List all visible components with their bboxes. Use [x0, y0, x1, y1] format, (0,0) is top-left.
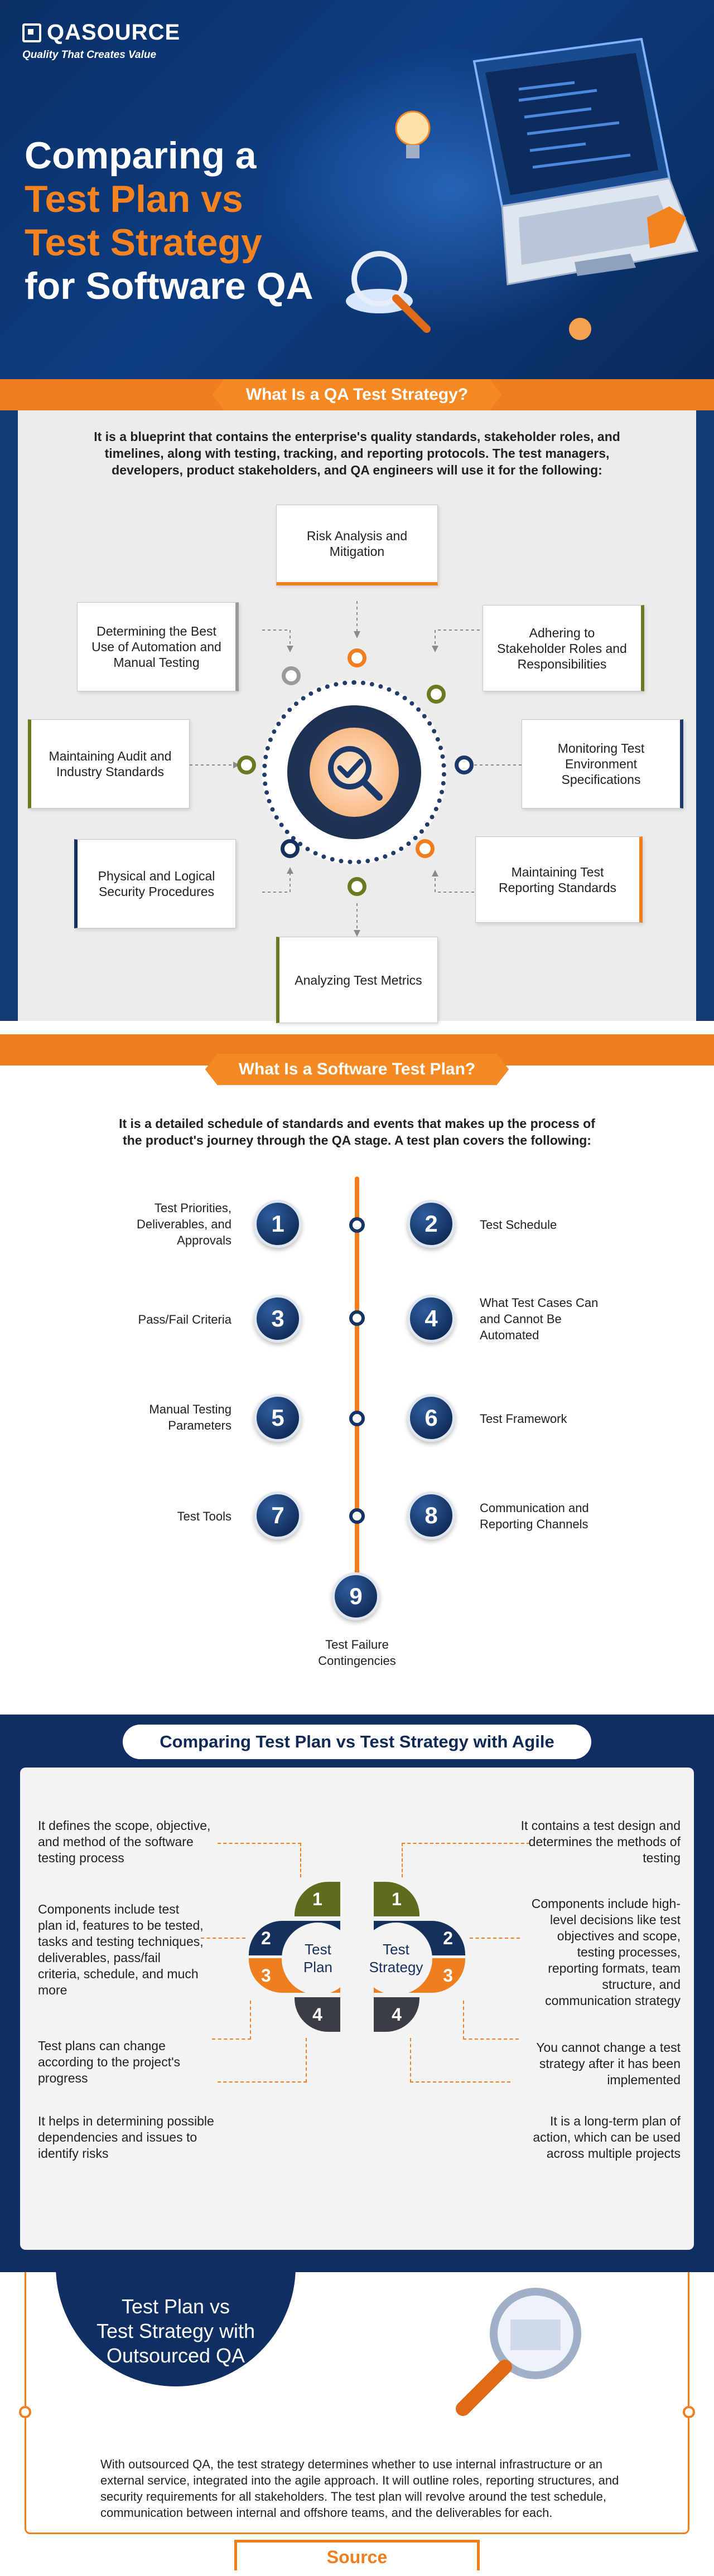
- step-circle-4: 4: [407, 1295, 455, 1343]
- outsourced-title-line3: Outsourced QA: [106, 2344, 245, 2367]
- hub-node-left: [237, 756, 256, 774]
- plan-center-disc: [282, 1923, 354, 1995]
- strategy-item-automation: Determining the Best Use of Automation a…: [77, 602, 239, 691]
- connector-strategy-4: [410, 2038, 510, 2083]
- strategy-section-heading: What Is a QA Test Strategy?: [212, 379, 502, 410]
- logo[interactable]: QASOURCE: [22, 20, 180, 45]
- connector-plan-1: [218, 1843, 301, 1877]
- hub-node-top-right: [427, 685, 446, 704]
- magnifier-check-icon: [328, 746, 383, 801]
- logo-text: QASOURCE: [47, 20, 181, 45]
- plan-point-4: It helps in determining possible depende…: [38, 2114, 214, 2161]
- step-label-5: Manual Testing Parameters: [149, 1402, 231, 1432]
- strategy-connectors: [184, 601, 522, 937]
- connector-strategy-1: [402, 1843, 530, 1877]
- outsourced-section: Test Plan vs Test Strategy with Outsourc…: [0, 2267, 714, 2576]
- connector-strategy-2: [470, 1938, 520, 1939]
- step-circle-7: 7: [254, 1492, 302, 1539]
- step-label-1: Test Priorities, Deliverables, and Appro…: [137, 1201, 231, 1247]
- agile-section-heading: Comparing Test Plan vs Test Strategy wit…: [123, 1725, 591, 1759]
- step-circle-9: 9: [332, 1572, 380, 1620]
- plan-point-3: Test plans can change according to the p…: [38, 2038, 180, 2085]
- hero-title: Comparing a Test Plan vs Test Strategy f…: [25, 134, 313, 308]
- plan-center-label: Test Plan: [303, 1941, 333, 1975]
- outsourced-title-line1: Test Plan vs: [121, 2295, 230, 2318]
- outsourced-title-line2: Test Strategy with: [96, 2320, 255, 2342]
- plan-point-1: It defines the scope, objective, and met…: [38, 1818, 211, 1865]
- step-label-2: Test Schedule: [480, 1218, 557, 1232]
- connector-strategy-3: [463, 2001, 519, 2040]
- strategy-item-audit-standards: Maintaining Audit and Industry Standards: [28, 719, 190, 808]
- hub-node-bottom-right: [416, 839, 435, 858]
- hub-node-bottom-left: [281, 839, 300, 858]
- agile-panel: [20, 1768, 694, 2250]
- step-circle-8: 8: [407, 1492, 455, 1539]
- step-label-7: Test Tools: [177, 1509, 231, 1523]
- outsourced-frame-line: [25, 2272, 689, 2534]
- frame-dot-right: [683, 2406, 695, 2418]
- step-label-6: Test Framework: [480, 1412, 567, 1426]
- step-circle-1: 1: [254, 1200, 302, 1248]
- strategy-center-label: Test Strategy: [369, 1941, 423, 1975]
- source-link[interactable]: Source: [234, 2540, 480, 2570]
- strategy-point-2: Components include high-level decisions …: [531, 1896, 681, 2008]
- plan-timeline-spine: [355, 1176, 359, 1578]
- plan-intro: It is a detailed schedule of standards a…: [119, 1116, 595, 1147]
- hero-title-line4: for Software QA: [25, 265, 313, 307]
- hub-node-top: [348, 648, 366, 667]
- step-label-9: Test Failure Contingencies: [318, 1638, 396, 1668]
- frame-dot-left: [19, 2406, 31, 2418]
- hero-title-line3: Test Strategy: [25, 221, 262, 264]
- strategy-hub-core: [310, 728, 399, 817]
- strategy-item-security: Physical and Logical Security Procedures: [74, 839, 236, 928]
- magnifier-laptop-icon: [456, 2288, 581, 2416]
- step-label-3: Pass/Fail Criteria: [138, 1313, 231, 1326]
- hero-title-line2: Test Plan vs: [25, 178, 243, 220]
- outsourced-title: Test Plan vs Test Strategy with Outsourc…: [56, 2267, 296, 2386]
- hub-node-top-left: [282, 666, 301, 685]
- strategy-point-3: You cannot change a test strategy after …: [536, 2040, 681, 2087]
- laptop-illustration-icon: [346, 37, 699, 340]
- step-circle-6: 6: [407, 1394, 455, 1442]
- connector-plan-4: [218, 2038, 307, 2083]
- strategy-item-environment: Monitoring Test Environment Specificatio…: [522, 719, 683, 808]
- qasource-logo-icon: [22, 23, 41, 42]
- strategy-item-metrics: Analyzing Test Metrics: [276, 937, 438, 1023]
- strategy-point-1: It contains a test design and determines…: [520, 1818, 681, 1865]
- strategy-point-4: It is a long-term plan of action, which …: [533, 2114, 681, 2161]
- strategy-intro: It is a blueprint that contains the ente…: [94, 429, 620, 477]
- hub-node-bottom: [348, 877, 366, 896]
- step-circle-5: 5: [254, 1394, 302, 1442]
- connector-plan-3: [212, 2001, 251, 2040]
- timeline-dot-1: [349, 1217, 365, 1233]
- strategy-item-stakeholder-roles: Adhering to Stakeholder Roles and Respon…: [483, 605, 644, 691]
- step-label-4: What Test Cases Can and Cannot Be Automa…: [480, 1296, 599, 1342]
- strategy-item-reporting-standards: Maintaining Test Reporting Standards: [475, 836, 643, 923]
- plan-point-2: Components include test plan id, feature…: [38, 1902, 204, 1997]
- strategy-item-risk-analysis: Risk Analysis and Mitigation: [276, 505, 438, 585]
- timeline-dot-3: [349, 1411, 365, 1426]
- timeline-dot-2: [349, 1310, 365, 1326]
- hero-banner: QASOURCE Quality That Creates Value Comp…: [0, 0, 714, 379]
- strategy-center-disc: [360, 1923, 432, 1995]
- step-label-8: Communication and Reporting Channels: [480, 1501, 589, 1531]
- step-circle-3: 3: [254, 1295, 302, 1343]
- outsourced-body: With outsourced QA, the test strategy de…: [100, 2457, 619, 2520]
- hero-title-line1: Comparing a: [25, 134, 257, 177]
- step-circle-2: 2: [407, 1200, 455, 1248]
- agile-section: Comparing Test Plan vs Test Strategy wit…: [0, 1715, 714, 2272]
- logo-tagline: Quality That Creates Value: [22, 49, 157, 61]
- timeline-dot-4: [349, 1508, 365, 1524]
- plan-section-heading: What Is a Software Test Plan?: [205, 1054, 509, 1085]
- hub-node-right: [455, 756, 474, 774]
- connector-plan-2: [201, 1938, 245, 1939]
